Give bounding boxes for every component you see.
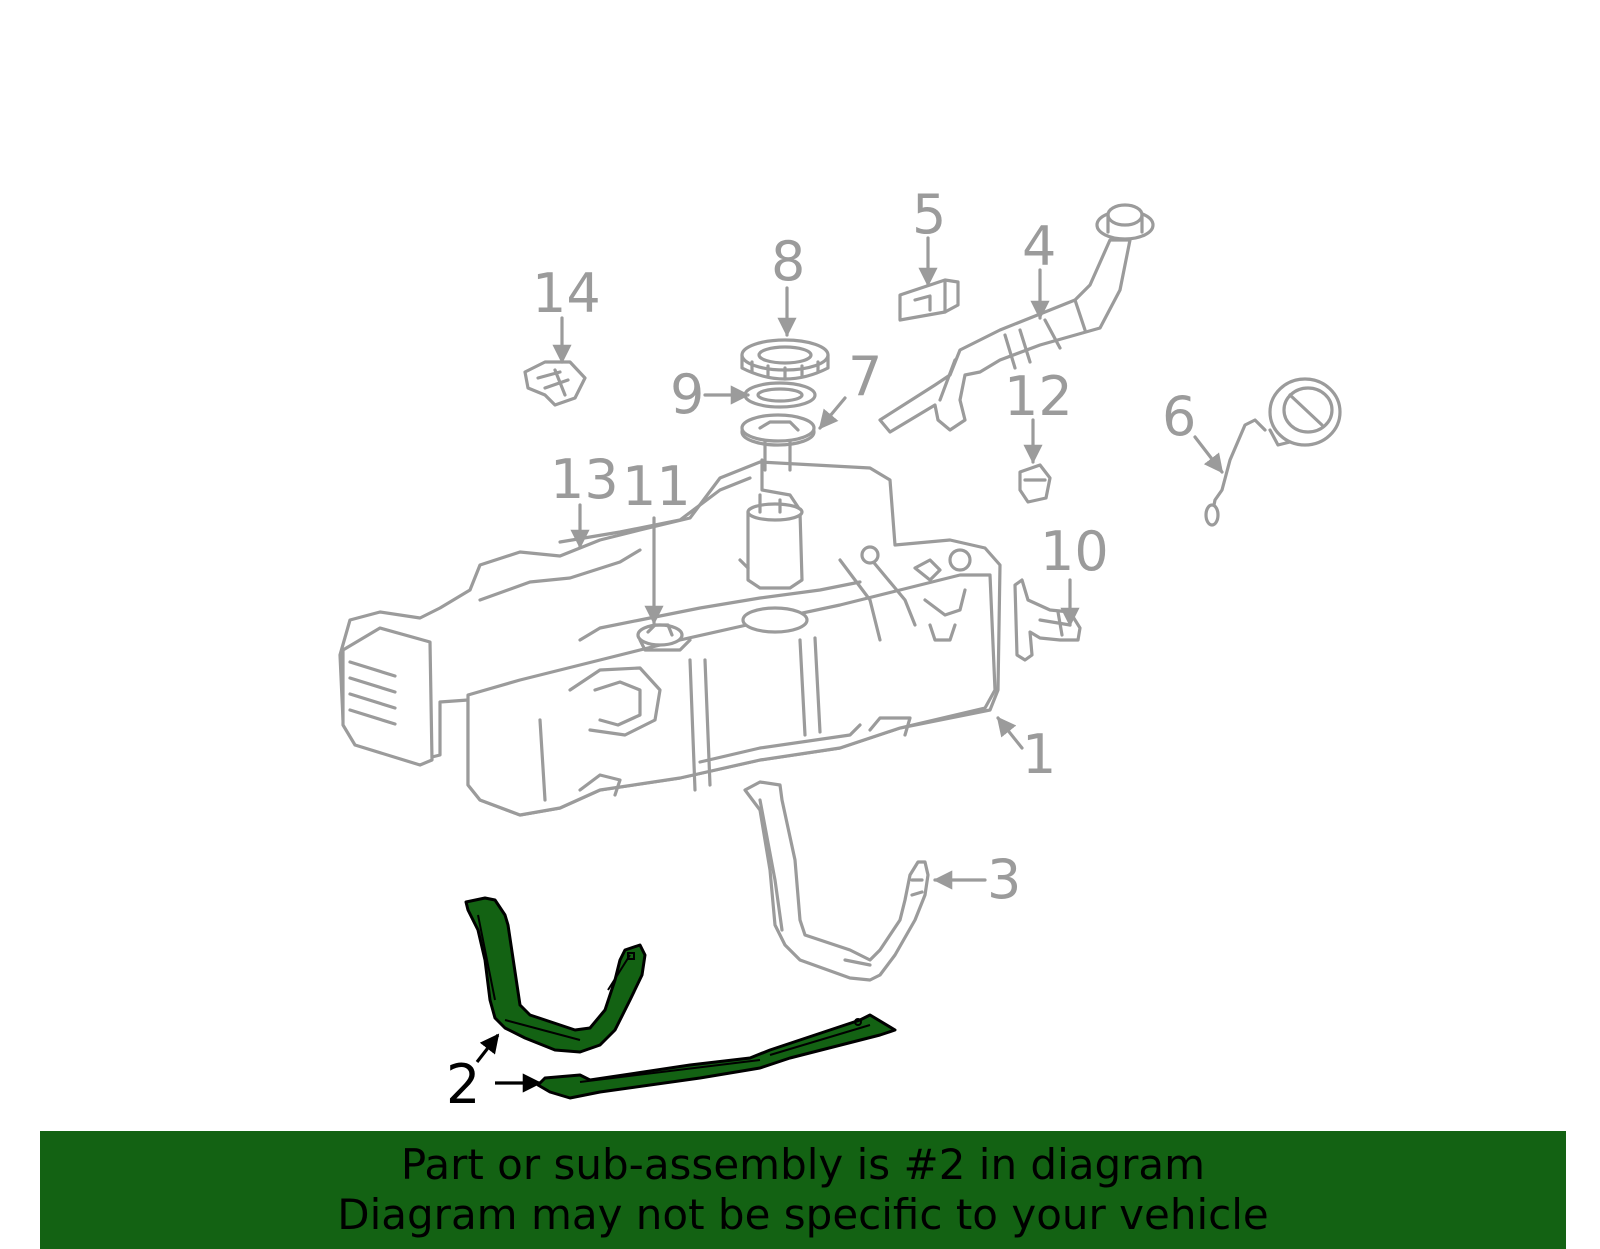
fuel-cap-part-6[interactable] <box>1204 377 1342 527</box>
seal-ring-part-9[interactable] <box>743 381 817 409</box>
callout-5: 5 <box>912 183 946 246</box>
strap-2-flat-strap[interactable] <box>536 1013 897 1100</box>
callout-arrows <box>475 236 1224 1093</box>
info-banner: Part or sub-assembly is #2 in diagram Di… <box>40 1131 1566 1249</box>
callout-1: 1 <box>1022 723 1056 786</box>
callout-11: 11 <box>622 455 691 518</box>
sender-unit-part-7[interactable] <box>740 413 816 472</box>
strap-part-2-upper[interactable] <box>464 896 647 1054</box>
lock-ring-part-8[interactable] <box>740 338 830 381</box>
callout-13: 13 <box>550 448 619 511</box>
clip-part-14[interactable] <box>523 360 587 407</box>
callout-12: 12 <box>1004 365 1073 428</box>
bracket-part-5[interactable] <box>898 278 960 322</box>
callout-2: 2 <box>446 1053 480 1116</box>
callout-10: 10 <box>1040 520 1109 583</box>
harness-part-13[interactable] <box>558 476 752 544</box>
grommet-part-12[interactable] <box>1018 463 1052 504</box>
bracket-part-10[interactable] <box>1013 578 1082 662</box>
banner-line-part: Part or sub-assembly is #2 in diagram <box>400 1140 1206 1189</box>
callout-4: 4 <box>1022 215 1056 278</box>
strap-part-3[interactable] <box>743 780 930 982</box>
fuel-pump-module[interactable] <box>738 458 804 590</box>
callout-6: 6 <box>1162 385 1196 448</box>
callout-9: 9 <box>670 363 704 426</box>
strap-part-2-lower[interactable] <box>536 1013 897 1100</box>
callout-8: 8 <box>771 230 805 293</box>
callout-3: 3 <box>987 848 1021 911</box>
banner-line-disclaimer: Diagram may not be specific to your vehi… <box>337 1190 1269 1239</box>
filler-pipe-part-4[interactable] <box>878 203 1155 434</box>
vent-valve-part-11[interactable] <box>636 623 692 652</box>
strap-2-u-shape[interactable] <box>464 896 647 1054</box>
callout-7: 7 <box>848 345 882 408</box>
callout-14: 14 <box>532 262 601 325</box>
